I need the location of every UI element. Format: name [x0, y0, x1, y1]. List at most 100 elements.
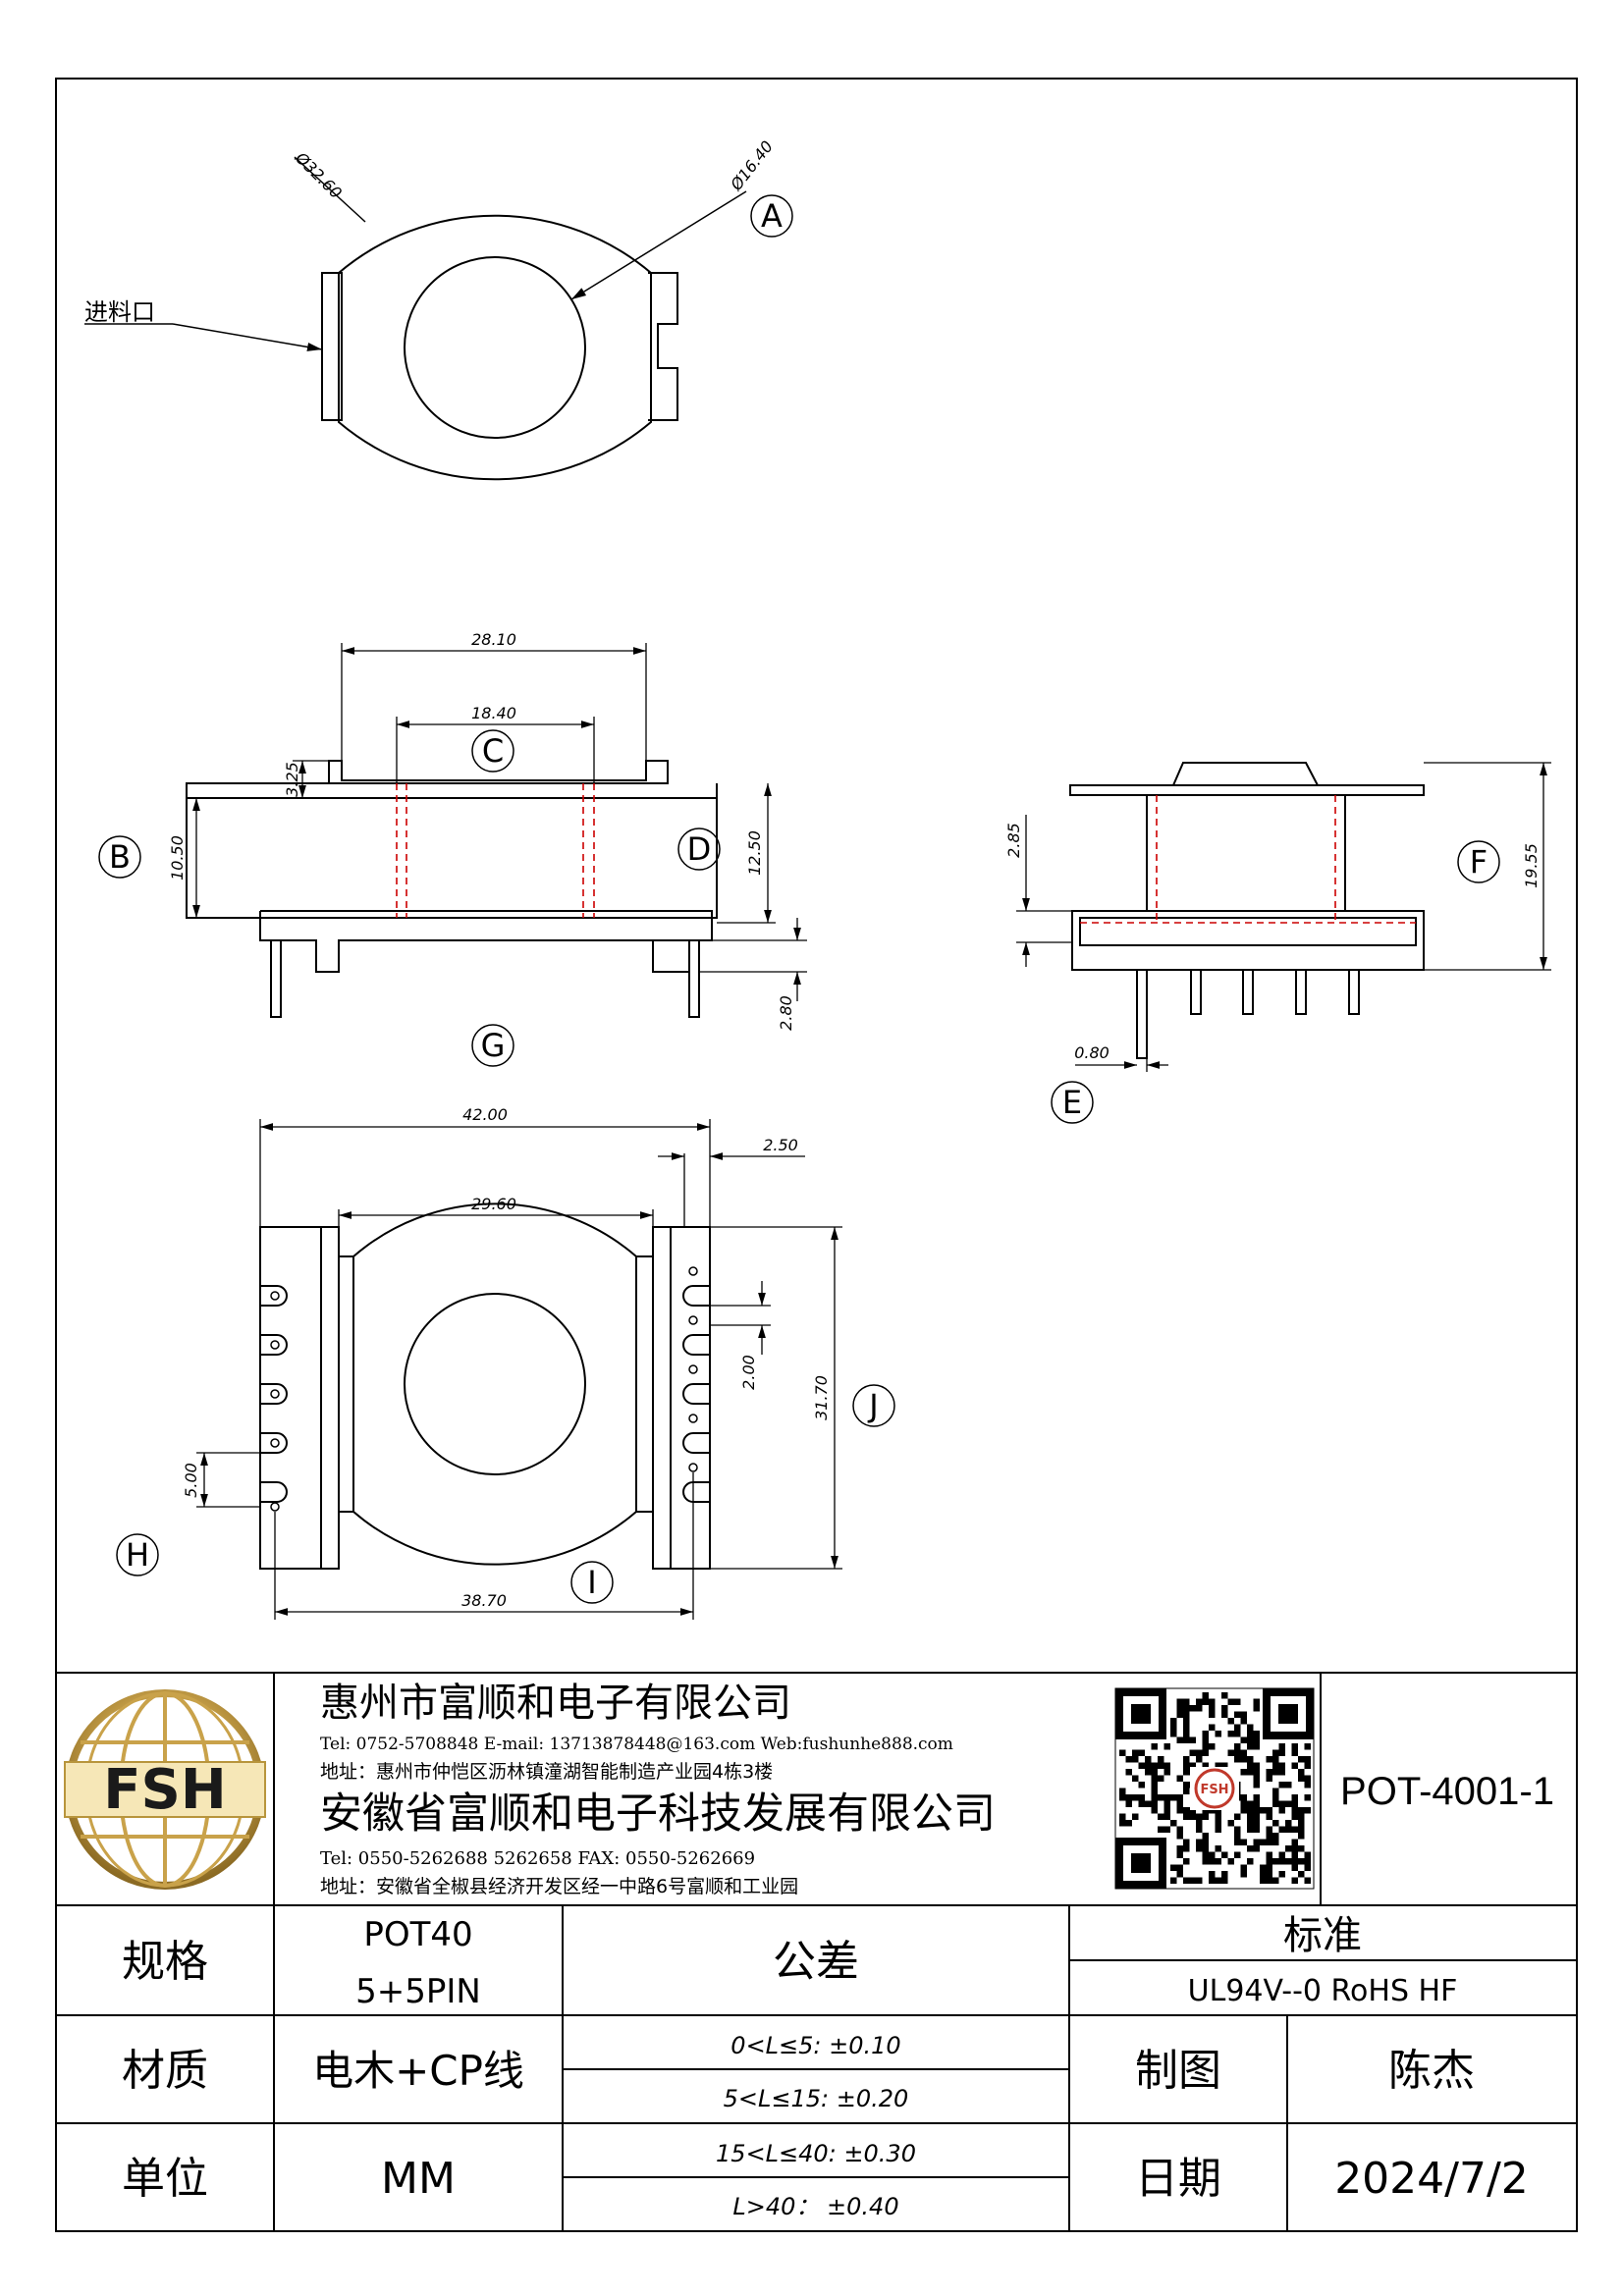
qr-module	[1202, 1692, 1209, 1699]
qr-module	[1215, 1826, 1221, 1833]
qr-module	[1183, 1756, 1190, 1763]
qr-module	[1304, 1775, 1311, 1782]
qr-module	[1196, 1756, 1203, 1763]
label-circle-i	[570, 1561, 614, 1604]
label-c: C	[482, 732, 504, 770]
front-view-body	[186, 797, 718, 919]
qr-module	[1291, 1807, 1298, 1814]
left-hole-4	[270, 1438, 280, 1448]
left-hole-2	[270, 1340, 280, 1350]
date-label: 日期	[1135, 2154, 1221, 2204]
qr-module	[1253, 1775, 1260, 1782]
qr-module	[1278, 1851, 1285, 1858]
qr-module	[1170, 1864, 1177, 1871]
top-view-left-tab	[321, 272, 343, 421]
qr-module	[1240, 1736, 1247, 1743]
qr-module	[1253, 1769, 1260, 1776]
qr-module	[1240, 1807, 1247, 1814]
qr-module	[1125, 1794, 1132, 1801]
qr-module	[1176, 1736, 1183, 1743]
qr-module	[1247, 1800, 1254, 1807]
qr-module	[1291, 1877, 1298, 1884]
qr-module	[1266, 1775, 1272, 1782]
qr-module	[1125, 1820, 1132, 1827]
label-d: D	[687, 830, 712, 868]
dim-side-step: 2.85	[1004, 823, 1023, 858]
qr-module	[1183, 1807, 1190, 1814]
qr-module	[1291, 1762, 1298, 1769]
qr-module	[1196, 1877, 1203, 1884]
qr-module	[1240, 1749, 1247, 1756]
qr-module	[1145, 1769, 1152, 1776]
label-circle-b	[98, 835, 141, 879]
drawn-label: 制图	[1135, 2046, 1221, 2096]
standard-label: 标准	[1283, 1913, 1362, 1958]
qr-modules	[1119, 1692, 1311, 1884]
qr-module	[1170, 1718, 1177, 1725]
left-hole-1	[270, 1291, 280, 1301]
side-view-pin-1	[1136, 969, 1148, 1059]
qr-module	[1183, 1736, 1190, 1743]
dim-side-pin-width: 0.80	[1074, 1043, 1109, 1062]
qr-finder-bl-center	[1131, 1853, 1151, 1873]
side-view-hidden-core	[1080, 795, 1416, 924]
right-pin-holes	[688, 1266, 698, 1472]
qr-module	[1138, 1800, 1145, 1807]
qr-module	[1298, 1833, 1305, 1840]
qr-module	[1291, 1851, 1298, 1858]
spec-value-2: 5+5PIN	[355, 1972, 481, 2011]
material-label: 材质	[122, 2046, 208, 2096]
qr-module	[1176, 1845, 1183, 1852]
sheet-border	[55, 78, 1578, 2232]
dim-total: 12.50	[745, 830, 764, 876]
qr-module	[1170, 1724, 1177, 1731]
qr-module	[1183, 1782, 1190, 1789]
qr-module	[1119, 1788, 1126, 1794]
spec-value-1: POT40	[363, 1915, 472, 1954]
front-view	[98, 643, 807, 1067]
label-circle-e	[1051, 1081, 1094, 1124]
qr-module	[1291, 1826, 1298, 1833]
label-circle-a	[750, 194, 793, 238]
qr-module	[1272, 1820, 1279, 1827]
right-hole-2	[688, 1315, 698, 1325]
qr-module	[1285, 1845, 1292, 1852]
tolerance-4: L>40： ±0.40	[732, 2193, 898, 2220]
qr-module	[1247, 1858, 1254, 1865]
right-slot-5	[682, 1481, 710, 1503]
qr-module	[1304, 1864, 1311, 1871]
qr-module	[1170, 1877, 1177, 1884]
qr-module	[1266, 1864, 1272, 1871]
unit-value: MM	[381, 2154, 456, 2204]
front-view-pin-left	[270, 939, 282, 1018]
label-circle-f	[1457, 840, 1500, 883]
drawn-value: 陈杰	[1388, 2046, 1475, 2096]
qr-module	[1176, 1698, 1183, 1705]
qr-module	[1202, 1839, 1209, 1845]
company1-contact: Tel: 0752-5708848 E-mail: 13713878448@16…	[320, 1735, 953, 1754]
qr-module	[1202, 1736, 1209, 1743]
qr-module	[1278, 1782, 1285, 1789]
qr-module	[1183, 1718, 1190, 1725]
qr-module	[1298, 1756, 1305, 1763]
qr-module	[1272, 1839, 1279, 1845]
qr-module	[1209, 1877, 1216, 1884]
qr-module	[1163, 1800, 1170, 1807]
label-h: H	[126, 1536, 149, 1574]
qr-module	[1253, 1813, 1260, 1820]
qr-module	[1298, 1820, 1305, 1827]
qr-module	[1209, 1743, 1216, 1750]
qr-module	[1196, 1820, 1203, 1827]
dim-flange: 3.25	[283, 762, 301, 797]
qr-module	[1183, 1705, 1190, 1712]
qr-module	[1247, 1731, 1254, 1737]
qr-module	[1266, 1871, 1272, 1878]
qr-module	[1247, 1826, 1254, 1833]
qr-module	[1163, 1794, 1170, 1801]
qr-module	[1202, 1845, 1209, 1852]
front-view-base	[259, 910, 713, 973]
qr-module	[1132, 1813, 1139, 1820]
qr-module	[1266, 1877, 1272, 1884]
qr-finder-tl	[1115, 1688, 1166, 1739]
tolerance-label: 公差	[773, 1937, 859, 1987]
